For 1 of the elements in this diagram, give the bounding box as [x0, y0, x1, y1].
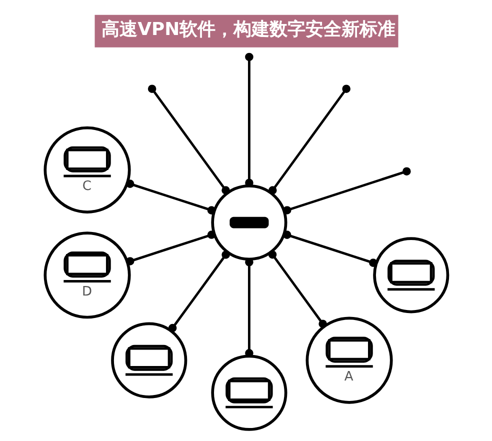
diagram-title: 高速VPN软件，构建数字安全新标准 [101, 18, 396, 40]
